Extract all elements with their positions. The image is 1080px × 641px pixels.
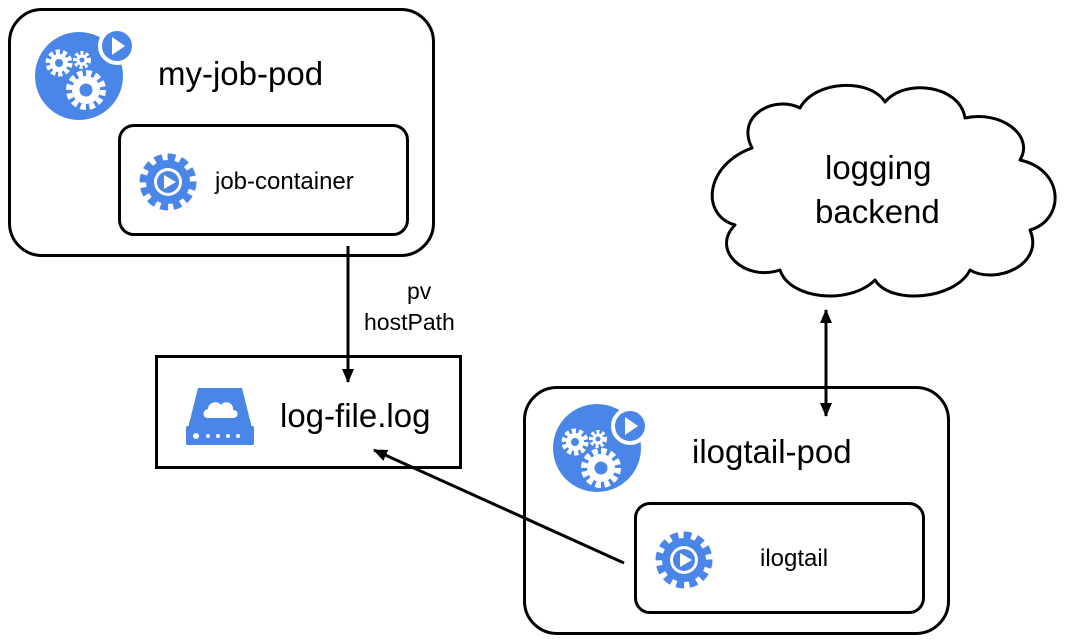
backend-label-line2: backend xyxy=(815,193,940,230)
volume-type-label: pv xyxy=(407,278,432,304)
job-pod-title: my-job-pod xyxy=(158,55,324,92)
container-gear-icon xyxy=(655,531,713,589)
ilogtail-to-logfile-arrow xyxy=(373,448,625,565)
pod-gears-icon xyxy=(553,404,649,492)
ilogtail-container-label: ilogtail xyxy=(760,545,829,572)
ilogtail-pod-title: ilogtail-pod xyxy=(692,433,852,470)
volume-path-label: hostPath xyxy=(364,309,455,335)
container-gear-icon xyxy=(139,153,197,211)
backend-label-line1: logging xyxy=(825,149,932,186)
logging-backend-cloud xyxy=(710,83,1057,298)
job-container-label: job-container xyxy=(215,168,354,195)
pod-gears-icon xyxy=(35,27,136,120)
log-file-label: log-file.log xyxy=(280,397,431,434)
storage-drive-icon xyxy=(186,388,254,445)
